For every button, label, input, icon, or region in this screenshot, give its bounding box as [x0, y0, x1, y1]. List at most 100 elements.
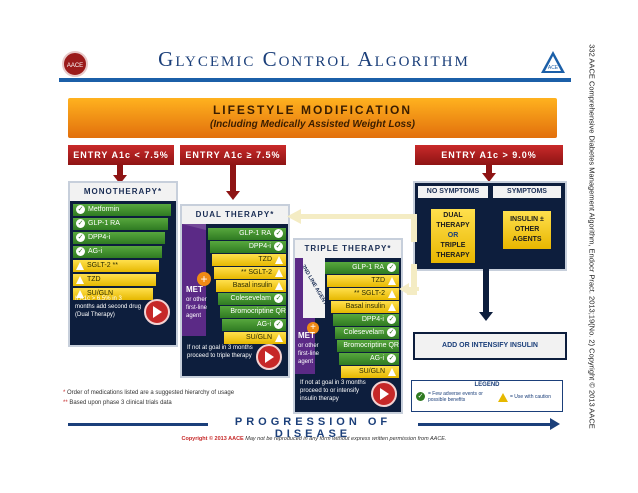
drug-row: ** SGLT-2 — [214, 267, 286, 279]
entry-low: ENTRY A1c < 7.5% — [68, 145, 174, 165]
check-icon: ✓ — [274, 294, 283, 303]
monotherapy-note: If A1c > 6.5% in 3 months add second dru… — [75, 296, 142, 318]
met-label: MET — [298, 331, 315, 340]
check-icon: ✓ — [76, 247, 85, 256]
footnote-2: ** Based upon phase 3 clinical trials da… — [63, 400, 172, 406]
check-icon: ✓ — [387, 315, 396, 324]
insulin-option: INSULIN ± OTHER AGENTS — [503, 211, 551, 249]
drug-label: GLP-1 RA — [352, 264, 384, 271]
drug-row: ** SGLT-2 — [329, 288, 399, 300]
caution-icon — [76, 276, 84, 284]
drug-row: Basal insulin — [331, 301, 399, 313]
drug-row: SU/GLN — [224, 332, 286, 344]
lifestyle-title: LIFESTYLE MODIFICATION — [212, 103, 413, 117]
drug-row: Bromocriptine QR ✓ — [220, 306, 286, 328]
add-intensify-insulin-box: ADD OR INTENSIFY INSULIN — [413, 332, 567, 360]
drug-label: TZD — [258, 256, 272, 263]
drug-row: ✓AG-i — [73, 246, 162, 258]
check-icon: ✓ — [387, 354, 396, 363]
dual-therapy-header: DUAL THERAPY* — [182, 206, 288, 224]
aace-logo-icon: AACE — [62, 51, 88, 77]
drug-label: DPP4-i — [248, 243, 271, 250]
drug-row: SGLT-2 ** — [73, 260, 159, 272]
drug-label: SU/GLN — [358, 368, 385, 375]
check-icon: ✓ — [387, 328, 396, 337]
dual-option: DUAL THERAPY — [436, 212, 470, 229]
caution-icon — [76, 262, 84, 270]
drug-row: DPP4-i✓ — [333, 314, 399, 326]
to-triple-arrow-icon — [399, 283, 419, 295]
drug-row: TZD — [73, 274, 156, 286]
drug-row: GLP-1 RA✓ — [325, 262, 399, 274]
caution-icon — [388, 290, 396, 298]
drug-row: TZD — [327, 275, 399, 287]
drug-row: SU/GLN — [73, 288, 153, 300]
progression-line — [418, 423, 552, 426]
drug-label: SU/GLN — [245, 334, 272, 341]
drug-row: Basal insulin — [216, 280, 286, 292]
next-arrow-icon — [256, 344, 282, 370]
drug-label: AG-i — [88, 248, 102, 255]
drug-label: Bromocriptine QR — [230, 308, 286, 315]
no-symptoms-header: NO SYMPTOMS — [418, 186, 488, 198]
drug-row: TZD — [212, 254, 286, 266]
drug-label: ** SGLT-2 — [241, 269, 272, 276]
lifestyle-subtitle: (Including Medically Assisted Weight Los… — [209, 119, 416, 130]
legend-box: LEGEND ✓ = Few adverse events or possibl… — [411, 380, 563, 412]
drug-row: SU/GLN — [341, 366, 399, 378]
symptoms-header: SYMPTOMS — [493, 186, 561, 198]
high-to-therapy-arrows — [287, 209, 417, 295]
connector — [483, 267, 489, 313]
dual-therapy-panel: DUAL THERAPY* + GLP-1 RA✓DPP4-i✓TZD** SG… — [180, 204, 290, 378]
title-divider — [59, 78, 571, 82]
drug-label: Basal insulin — [232, 282, 272, 289]
drug-label: TZD — [87, 276, 101, 283]
drug-row: DPP4-i✓ — [210, 241, 286, 253]
legend-check-text: = Few adverse events or possible benefit… — [428, 391, 483, 403]
next-arrow-icon — [371, 381, 397, 407]
check-icon: ✓ — [387, 263, 396, 272]
drug-row: Colesevelam✓ — [218, 293, 286, 305]
caution-icon — [275, 334, 283, 342]
drug-row: ✓DPP4-i — [73, 232, 165, 244]
entry-mid: ENTRY A1c ≥ 7.5% — [180, 145, 286, 165]
check-icon: ✓ — [274, 242, 283, 251]
met-sub-label: or other first-line agent — [298, 343, 320, 365]
caution-icon — [275, 269, 283, 277]
drug-label: SGLT-2 ** — [87, 262, 118, 269]
monotherapy-header: MONOTHERAPY* — [70, 183, 176, 201]
caution-icon — [275, 256, 283, 264]
caution-icon — [275, 282, 283, 290]
progression-of-disease: PROGRESSION OF DISEASE — [68, 416, 562, 440]
connector — [230, 165, 236, 192]
triple-option: TRIPLE THERAPY — [436, 242, 470, 259]
caution-icon — [388, 303, 396, 311]
drug-label: DPP4-i — [88, 234, 111, 241]
progression-label: PROGRESSION OF DISEASE — [234, 416, 392, 440]
ace-logo-icon: ACE — [541, 51, 565, 73]
no-symptoms-options: DUAL THERAPY OR TRIPLE THERAPY — [431, 209, 475, 263]
side-citation: 332 AACE Comprehensive Diabetes Manageme… — [584, 40, 600, 440]
caution-icon — [388, 277, 396, 285]
triple-therapy-panel: TRIPLE THERAPY* 2ND LINE AGENT + GLP-1 R… — [293, 238, 403, 414]
down-arrow-icon — [482, 173, 496, 182]
progression-line — [68, 423, 208, 426]
or-label: OR — [447, 232, 459, 239]
drug-row: GLP-1 RA✓ — [208, 228, 286, 240]
drug-label: Basal insulin — [345, 303, 385, 310]
drug-row: ✓Metformin — [73, 204, 171, 216]
plus-icon: + — [307, 322, 319, 334]
triple-therapy-header: TRIPLE THERAPY* — [295, 240, 401, 258]
lifestyle-modification-banner: LIFESTYLE MODIFICATION (Including Medica… — [68, 98, 557, 138]
down-arrow-icon — [479, 312, 493, 321]
drug-label: GLP-1 RA — [239, 230, 271, 237]
check-icon: ✓ — [76, 219, 85, 228]
drug-label: DPP4-i — [361, 316, 384, 323]
copyright: Copyright © 2013 AACE May not be reprodu… — [181, 436, 447, 442]
entry-high: ENTRY A1c > 9.0% — [415, 145, 563, 165]
met-wedge — [182, 224, 206, 336]
dual-therapy-note: If not at goal in 3 months proceed to tr… — [187, 345, 253, 359]
check-icon: ✓ — [274, 320, 283, 329]
caution-icon — [388, 368, 396, 376]
monotherapy-panel: MONOTHERAPY* ✓Metformin✓GLP-1 RA✓DPP4-i✓… — [68, 181, 178, 347]
